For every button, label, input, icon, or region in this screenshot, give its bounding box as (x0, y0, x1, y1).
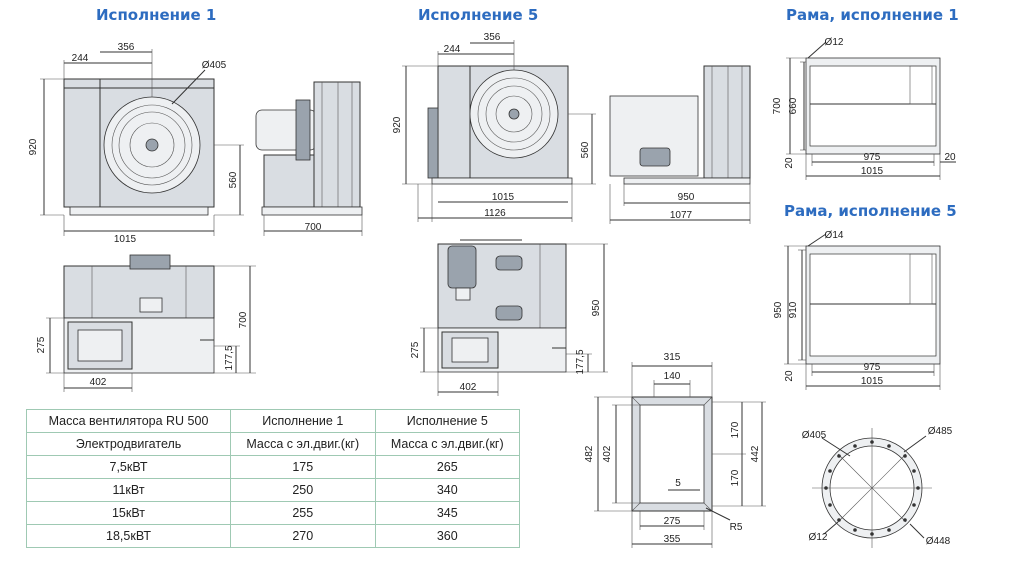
dim-outlet-482: 482 (584, 445, 595, 462)
table-cell-mass-v5: 265 (374, 455, 520, 479)
dim-outlet-355: 355 (664, 534, 681, 545)
table-subheader-cell: Масса с эл.двиг.(кг) (230, 432, 376, 456)
table-cell-mass-v1: 175 (230, 455, 376, 479)
dim-outlet-140: 140 (664, 371, 681, 382)
dim-v5-1015: 1015 (492, 192, 515, 203)
outlet-flange-view (594, 362, 766, 548)
dim-v1-top-275: 275 (36, 336, 47, 353)
dim-v1-244: 244 (72, 53, 89, 64)
dim-outlet-402: 402 (602, 445, 613, 462)
table-subheader-cell: Масса с эл.двиг.(кг) (374, 432, 520, 456)
dim-frame1-700: 700 (772, 97, 783, 114)
dim-v1-side-width: 700 (305, 222, 322, 233)
v5-top-view (420, 239, 608, 396)
dim-frame5-20: 20 (784, 370, 795, 382)
dim-flange-448: Ø448 (926, 536, 951, 547)
dim-v1-560: 560 (228, 171, 239, 188)
dim-outlet-5: 5 (675, 478, 681, 489)
dim-outlet-r5: R5 (730, 522, 743, 533)
table-cell-motor: 18,5кВТ (26, 524, 231, 548)
table-cell-mass-v5: 345 (374, 501, 520, 525)
dim-v5-560: 560 (580, 141, 591, 158)
dim-v5-top-177: 177,5 (575, 349, 586, 374)
table-subheader-cell: Электродвигатель (26, 432, 231, 456)
table-header-cell: Исполнение 5 (374, 409, 520, 433)
dim-outlet-442: 442 (750, 445, 761, 462)
round-flange-drawing (812, 428, 932, 548)
dim-frame1-975: 975 (864, 152, 881, 163)
dim-frame5-hole: Ø14 (825, 230, 844, 241)
dim-frame1-660: 660 (788, 97, 799, 114)
dim-outlet-170-bottom: 170 (730, 469, 741, 486)
v5-front-view (402, 40, 596, 222)
dim-flange-12: Ø12 (809, 532, 828, 543)
dim-frame1-20-right: 20 (944, 152, 956, 163)
dim-flange-405: Ø405 (802, 430, 827, 441)
table-row: 18,5кВТ 270 360 (26, 524, 520, 548)
dim-frame5-910: 910 (788, 301, 799, 318)
table-cell-mass-v5: 360 (374, 524, 520, 548)
table-cell-mass-v1: 255 (230, 501, 376, 525)
dim-v5-side-950: 950 (678, 192, 695, 203)
table-subheader-row: Электродвигатель Масса с эл.двиг.(кг) Ма… (26, 432, 520, 456)
dim-v1-diameter: Ø405 (202, 60, 227, 71)
dim-v5-top-950: 950 (591, 299, 602, 316)
v1-front-view (40, 49, 244, 236)
title-version-5: Исполнение 5 (418, 6, 539, 24)
dim-v5-side-1077: 1077 (670, 210, 693, 221)
v1-side-view (255, 81, 363, 236)
dim-v1-height: 920 (28, 138, 39, 155)
table-header-row: Масса вентилятора RU 500 Исполнение 1 Ис… (26, 409, 520, 433)
dim-frame5-1015: 1015 (861, 376, 884, 387)
v5-side-view (609, 65, 751, 224)
table-cell-motor: 15кВт (26, 501, 231, 525)
dim-outlet-315: 315 (664, 352, 681, 363)
dim-frame1-1015: 1015 (861, 166, 884, 177)
dim-v1-top-402: 402 (90, 377, 107, 388)
dim-outlet-275: 275 (664, 516, 681, 527)
dim-frame5-950: 950 (773, 301, 784, 318)
table-cell-motor: 11кВт (26, 478, 231, 502)
dim-v1-width: 1015 (114, 234, 137, 245)
table-cell-mass-v5: 340 (374, 478, 520, 502)
table-header-cell: Исполнение 1 (230, 409, 376, 433)
dim-frame5-975: 975 (864, 362, 881, 373)
dim-frame1-20-left: 20 (784, 157, 795, 169)
dim-v5-top-275: 275 (410, 341, 421, 358)
table-header-cell: Масса вентилятора RU 500 (26, 409, 231, 433)
table-cell-mass-v1: 250 (230, 478, 376, 502)
dim-flange-485: Ø485 (928, 426, 953, 437)
title-frame-version-5: Рама, исполнение 5 (784, 202, 957, 220)
v1-top-view (46, 254, 256, 392)
dim-v5-height: 920 (392, 116, 403, 133)
title-frame-version-1: Рама, исполнение 1 (786, 6, 959, 24)
table-row: 11кВт 250 340 (26, 478, 520, 502)
dim-v1-top-700: 700 (238, 311, 249, 328)
dim-v5-1126: 1126 (484, 208, 506, 219)
dim-v5-356: 356 (484, 32, 501, 43)
dim-v1-356: 356 (118, 42, 135, 53)
table-cell-motor: 7,5кВТ (26, 455, 231, 479)
dim-v1-top-177: 177,5 (224, 345, 235, 370)
table-row: 7,5кВТ 175 265 (26, 455, 520, 479)
title-version-1: Исполнение 1 (96, 6, 217, 24)
dim-frame1-hole: Ø12 (825, 37, 844, 48)
table-row: 15кВт 255 345 (26, 501, 520, 525)
frame-version-1-drawing (786, 41, 956, 180)
frame-version-5-drawing (784, 233, 941, 390)
dim-v5-top-402: 402 (460, 382, 477, 393)
dim-outlet-170-top: 170 (730, 421, 741, 438)
dim-v5-244: 244 (444, 44, 461, 55)
table-cell-mass-v1: 270 (230, 524, 376, 548)
weight-table: Масса вентилятора RU 500 Исполнение 1 Ис… (26, 409, 520, 548)
